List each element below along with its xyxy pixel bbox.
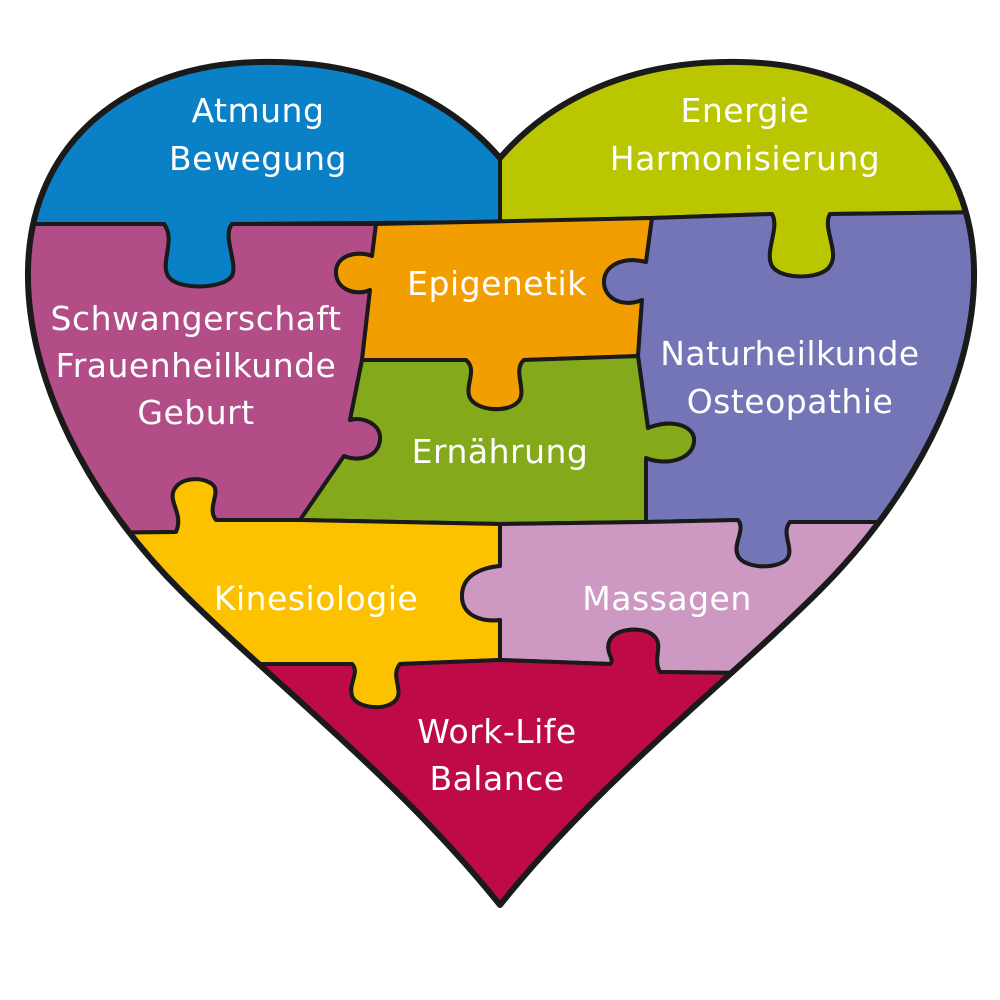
label-ernaehrung: Ernährung	[412, 432, 589, 471]
heart-outline	[24, 58, 978, 908]
label-massagen: Massagen	[582, 579, 751, 618]
piece-labels: Atmung Bewegung Energie Harmonisierung S…	[51, 91, 920, 798]
label-balance: Balance	[429, 759, 564, 798]
piece-work-life-balance	[27, 627, 975, 906]
label-naturheilkunde: Naturheilkunde	[660, 334, 919, 373]
label-energie: Energie	[681, 91, 810, 130]
label-work-life: Work-Life	[417, 712, 576, 751]
label-osteopathie: Osteopathie	[687, 382, 894, 421]
label-atmung: Atmung	[192, 91, 325, 130]
label-harmonisierung: Harmonisierung	[610, 139, 880, 178]
piece-ernaehrung	[298, 354, 697, 526]
label-kinesiologie: Kinesiologie	[214, 579, 418, 618]
label-frauenheilkunde: Frauenheilkunde	[56, 346, 337, 385]
label-bewegung: Bewegung	[169, 139, 347, 178]
label-geburt: Geburt	[137, 393, 254, 432]
label-schwangerschaft: Schwangerschaft	[51, 299, 342, 338]
label-epigenetik: Epigenetik	[407, 264, 587, 303]
